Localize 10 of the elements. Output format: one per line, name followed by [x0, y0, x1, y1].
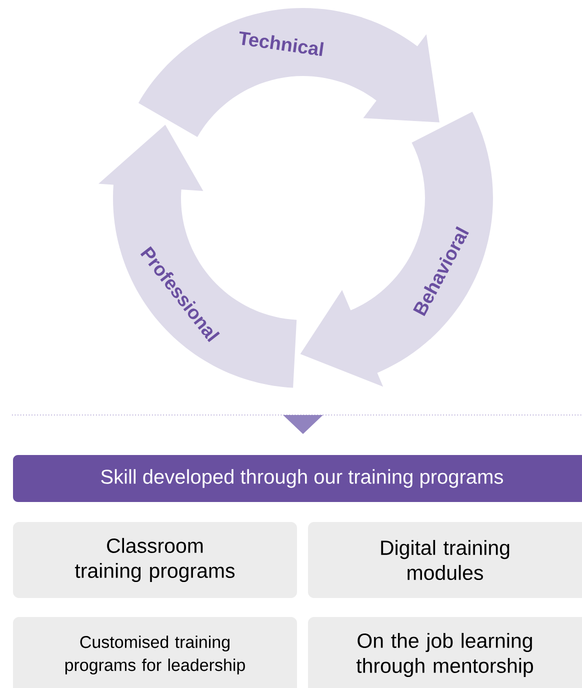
- program-card: On the job learning through mentorship: [308, 617, 582, 688]
- program-card: Digital training modules: [308, 522, 582, 598]
- cycle-band: Technical: [138, 8, 362, 137]
- node-label: Technical: [239, 31, 324, 56]
- program-card: Customised training programs for leadership: [13, 617, 297, 688]
- curved-arrow: [300, 288, 431, 387]
- curved-arrow: [340, 16, 440, 122]
- curved-arrow: [98, 124, 204, 248]
- header-band: Skill developed through our training programs: [13, 455, 582, 502]
- program-card: Classroom training programs: [13, 522, 297, 598]
